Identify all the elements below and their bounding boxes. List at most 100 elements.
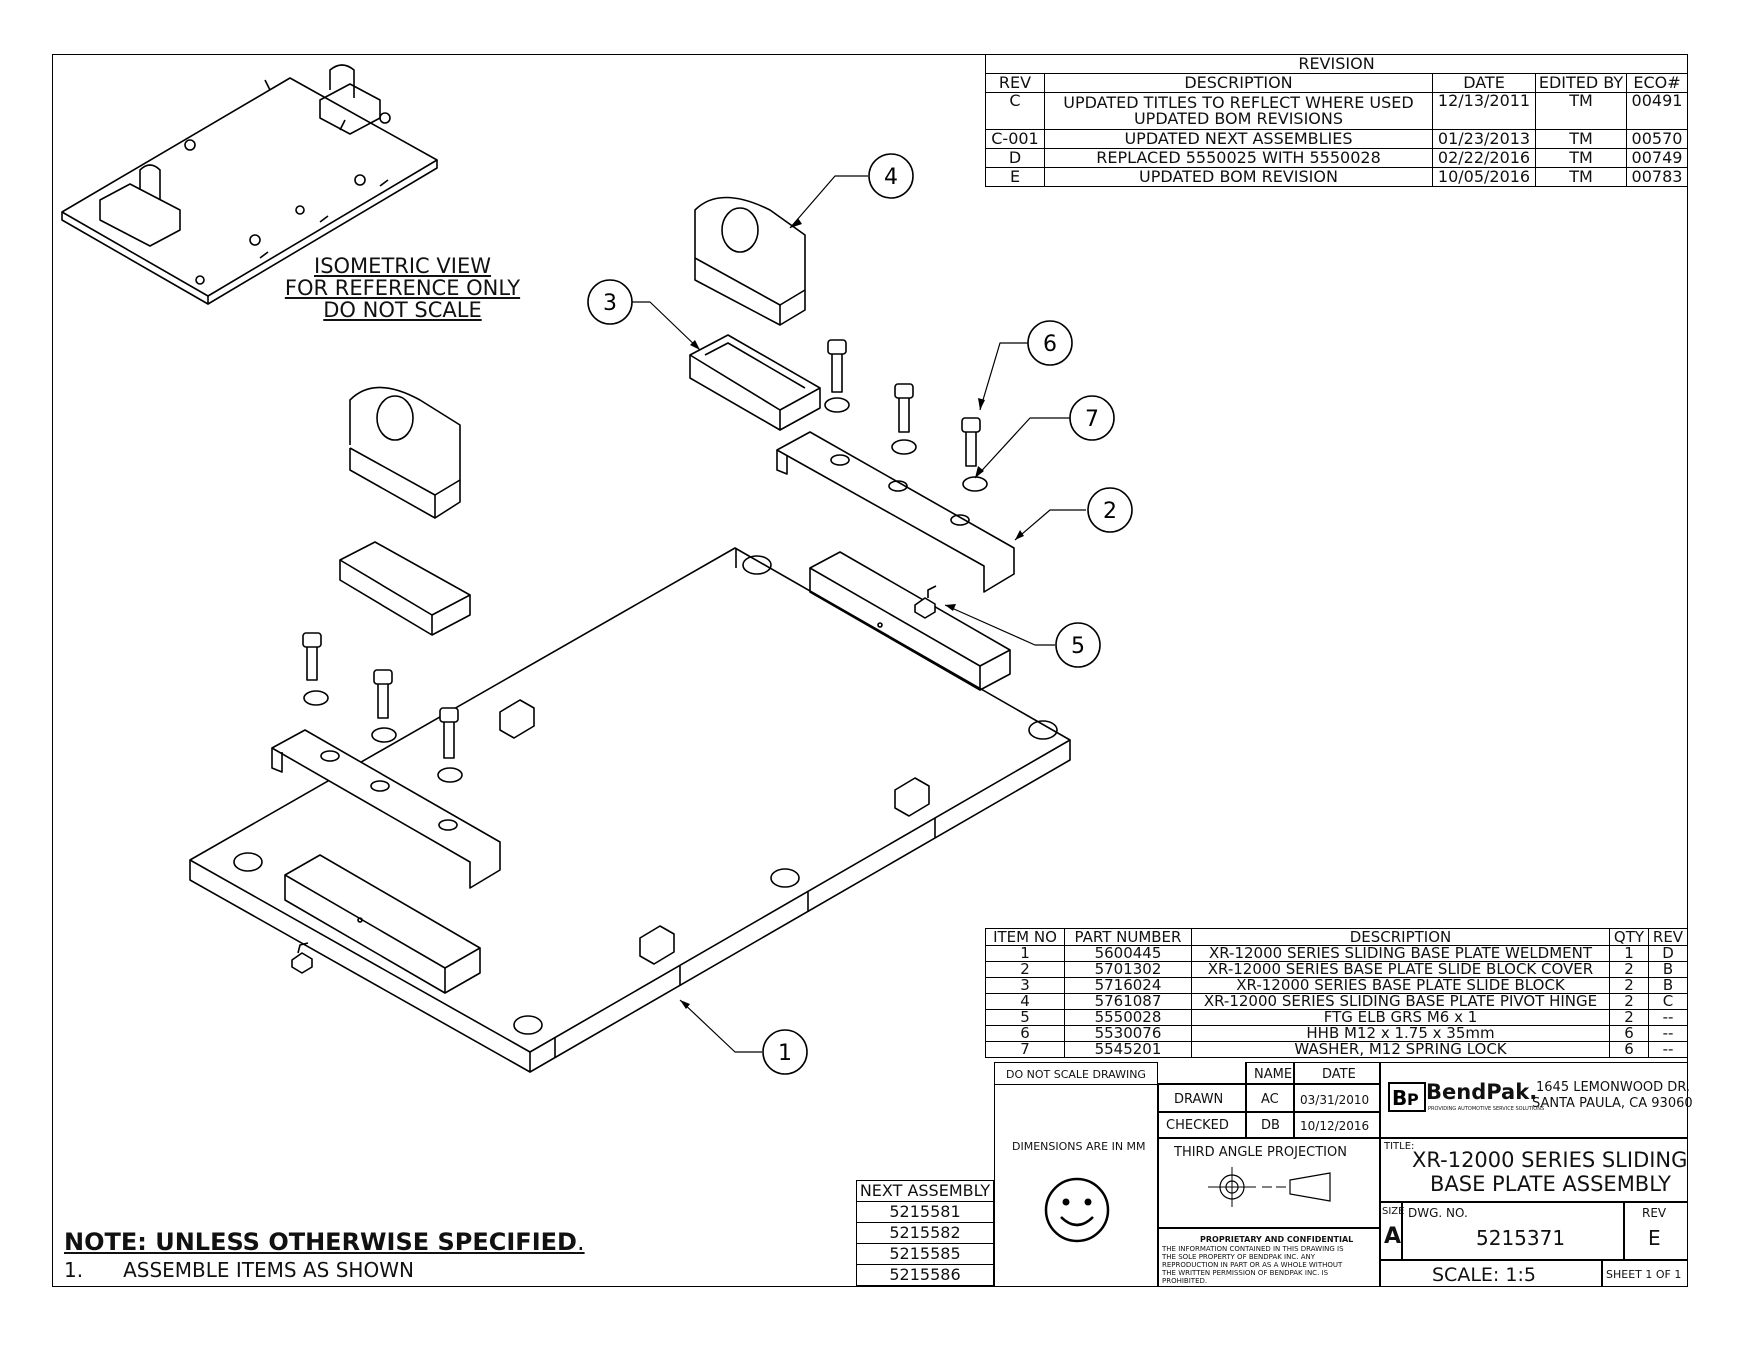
- drawn-date: 03/31/2010: [1300, 1093, 1370, 1107]
- description-cell: UPDATED BOM REVISION: [1044, 167, 1433, 187]
- rev-header: REV: [985, 73, 1045, 93]
- left-exploded-slide-block: [339, 541, 471, 636]
- size-value: A: [1384, 1224, 1402, 1249]
- iso-line-1: ISOMETRIC VIEW: [314, 254, 491, 278]
- proprietary-title: PROPRIETARY AND CONFIDENTIAL: [1200, 1235, 1354, 1244]
- bendpak-logo-icon: B P: [1388, 1082, 1426, 1112]
- balloon-1-label: 1: [778, 1041, 792, 1066]
- next-assembly-item: 5215581: [856, 1201, 994, 1223]
- eco-cell: 00749: [1626, 148, 1688, 168]
- smiley-face-icon: [1044, 1177, 1110, 1243]
- rev-cell: E: [985, 167, 1045, 187]
- balloon-7-label: 7: [1085, 407, 1099, 432]
- note-title-text: NOTE: UNLESS OTHERWISE SPECIFIED: [64, 1228, 577, 1256]
- balloon-2: [1087, 487, 1133, 533]
- next-assembly-title: NEXT ASSEMBLY: [856, 1180, 994, 1202]
- address-line-1: 1645 LEMONWOOD DR.: [1536, 1080, 1691, 1095]
- note-title: NOTE: UNLESS OTHERWISE SPECIFIED.: [64, 1228, 585, 1256]
- bom-description-cell: XR-12000 SERIES SLIDING BASE PLATE WELDM…: [1191, 945, 1610, 962]
- left-slide-cover: [271, 729, 501, 889]
- address-line-2: SANTA PAULA, CA 93060: [1532, 1096, 1693, 1111]
- proprietary-line: REPRODUCTION IN PART OR AS A WHOLE WITHO…: [1162, 1261, 1343, 1269]
- balloon-6-label: 6: [1043, 332, 1057, 357]
- drawing-title-line-2: BASE PLATE ASSEMBLY: [1430, 1172, 1671, 1196]
- proprietary-line: THE SOLE PROPERTY OF BENDPAK INC. ANY: [1162, 1253, 1315, 1261]
- next-assembly-table: NEXT ASSEMBLY 5215581 5215582 5215585 52…: [856, 1180, 994, 1286]
- leader-arrowheads: [680, 218, 1024, 1009]
- rev-cell: C-001: [985, 129, 1045, 149]
- part-cell: 5600445: [1064, 945, 1192, 962]
- third-angle-projection-icon: [1208, 1167, 1331, 1207]
- checked-label: CHECKED: [1166, 1118, 1229, 1133]
- balloon-7: [1069, 395, 1115, 441]
- date-cell: 12/13/2011: [1432, 92, 1536, 130]
- bom-description-cell: XR-12000 SERIES SLIDING BASE PLATE PIVOT…: [1191, 993, 1610, 1010]
- do-not-scale-label: DO NOT SCALE DRAWING: [1006, 1068, 1146, 1081]
- scale-value: SCALE: 1:5: [1432, 1264, 1536, 1286]
- bom-rev-cell: --: [1648, 1041, 1688, 1058]
- svg-text:B: B: [1392, 1086, 1407, 1110]
- balloon-leaders: [630, 175, 1086, 1053]
- balloon-6: [1027, 320, 1073, 366]
- right-pivot-hinge: [694, 196, 806, 326]
- item-cell: 7: [985, 1041, 1065, 1058]
- lower-slide-block: [284, 854, 481, 994]
- revision-table: REVISION REV DESCRIPTION DATE EDITED BY …: [985, 54, 1688, 187]
- balloon-4-label: 4: [884, 165, 898, 190]
- edited-by-cell: TM: [1535, 129, 1627, 149]
- drawing-title-line-1: XR-12000 SERIES SLIDING: [1412, 1148, 1688, 1172]
- balloon-1: [762, 1029, 808, 1075]
- revision-row: D REPLACED 5550025 WITH 5550028 02/22/20…: [985, 148, 1688, 168]
- item-no-header: ITEM NO: [985, 928, 1065, 946]
- edited-by-header: EDITED BY: [1535, 73, 1627, 93]
- next-assembly-item: 5215586: [856, 1264, 994, 1286]
- svg-text:P: P: [1407, 1090, 1419, 1109]
- isometric-note: ISOMETRIC VIEW FOR REFERENCE ONLY DO NOT…: [270, 255, 535, 321]
- bom-rev-header: REV: [1648, 928, 1688, 946]
- part-cell: 5545201: [1064, 1041, 1192, 1058]
- rev-cell: C: [985, 92, 1045, 130]
- bom-rev-cell: --: [1648, 1025, 1688, 1042]
- rev-label: REV: [1642, 1206, 1667, 1220]
- right-exploded-slide-block: [689, 334, 821, 431]
- iso-line-2: FOR REFERENCE ONLY: [284, 276, 521, 300]
- balloon-3: [587, 279, 633, 325]
- description-cell: REPLACED 5550025 WITH 5550028: [1044, 148, 1433, 168]
- proprietary-text: THE INFORMATION CONTAINED IN THIS DRAWIN…: [1162, 1245, 1344, 1285]
- revision-row: C-001 UPDATED NEXT ASSEMBLIES 01/23/2013…: [985, 129, 1688, 149]
- description-header: DESCRIPTION: [1044, 73, 1433, 93]
- dwg-no-label: DWG. NO.: [1408, 1206, 1468, 1220]
- name-header: NAME: [1254, 1067, 1293, 1082]
- company-name: BendPak.: [1426, 1080, 1538, 1104]
- edited-by-cell: TM: [1535, 92, 1627, 130]
- part-cell: 5701302: [1064, 961, 1192, 978]
- revision-title: REVISION: [985, 54, 1688, 74]
- rev-value: E: [1648, 1226, 1661, 1250]
- edited-by-cell: TM: [1535, 148, 1627, 168]
- description-cell: UPDATED NEXT ASSEMBLIES: [1044, 129, 1433, 149]
- revision-row: E UPDATED BOM REVISION 10/05/2016 TM 007…: [985, 167, 1688, 187]
- date-cell: 10/05/2016: [1432, 167, 1536, 187]
- dimensions-label: DIMENSIONS ARE IN MM: [1012, 1140, 1146, 1153]
- bolts: [302, 339, 988, 783]
- checked-name: DB: [1261, 1118, 1280, 1133]
- balloons: [587, 153, 1133, 1075]
- description-cell-2: UPDATED BOM REVISIONS: [1133, 109, 1344, 128]
- part-number-header: PART NUMBER: [1064, 928, 1192, 946]
- eco-cell: 00570: [1626, 129, 1688, 149]
- rev-cell: D: [985, 148, 1045, 168]
- date-header: DATE: [1322, 1067, 1356, 1082]
- right-slide-cover: [776, 431, 1015, 593]
- drawn-name: AC: [1261, 1092, 1279, 1107]
- eco-header: ECO#: [1626, 73, 1688, 93]
- balloon-5: [1055, 622, 1101, 668]
- proprietary-line: PROHIBITED.: [1162, 1277, 1208, 1285]
- note-line-1: 1.ASSEMBLE ITEMS AS SHOWN: [64, 1258, 414, 1282]
- projection-label: THIRD ANGLE PROJECTION: [1174, 1145, 1347, 1160]
- checked-date: 10/12/2016: [1300, 1119, 1370, 1133]
- part-cell: 5716024: [1064, 977, 1192, 994]
